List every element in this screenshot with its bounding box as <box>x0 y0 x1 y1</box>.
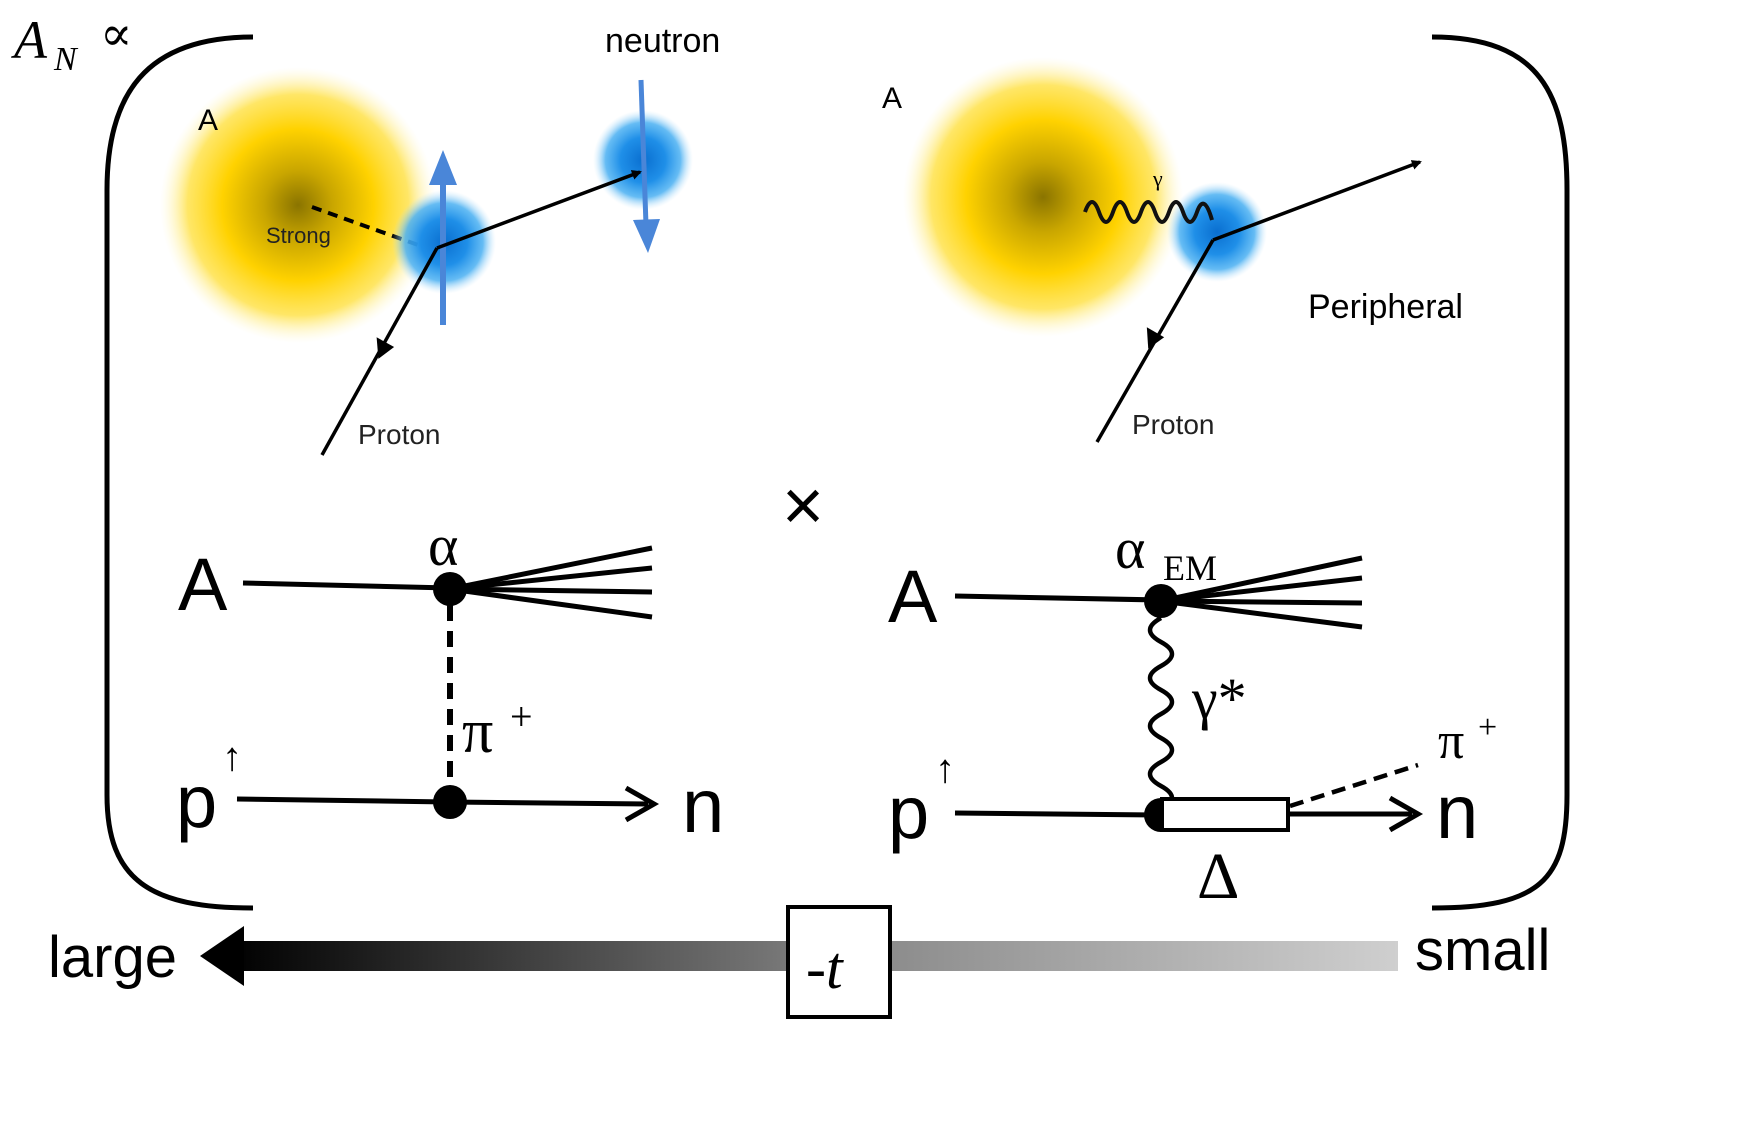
neutron-arrow-icon <box>1388 795 1424 833</box>
feynman-right: A α EM γ* p ↑ π + n Δ <box>888 516 1497 913</box>
fragment-line-3 <box>1160 598 1363 606</box>
momentum-transfer-axis: -t large small <box>48 905 1550 1019</box>
strong-panel: A Strong Proton neutron <box>160 22 720 456</box>
proton-line <box>954 810 1159 818</box>
proton-spin-up-icon <box>429 150 457 185</box>
neutron-label: n <box>682 764 724 849</box>
virtual-photon-line <box>1147 616 1175 812</box>
fragment-line-2 <box>449 565 653 592</box>
proton-direction-arrow-icon <box>1146 327 1165 349</box>
neutron-spin-shaft <box>638 79 649 226</box>
right-bracket <box>1431 34 1570 911</box>
proton-spin-label: ↑ <box>935 747 955 791</box>
coupling-subscript-label: EM <box>1163 548 1217 588</box>
em-panel: A γ Proton Peripheral <box>882 57 1463 443</box>
proton-label: Proton <box>358 419 441 450</box>
nucleus-label: A <box>888 555 938 638</box>
proton-line <box>236 796 449 805</box>
asymmetry-subscript: N <box>53 41 79 78</box>
delta-resonance-box <box>1160 797 1290 832</box>
variable-box <box>786 905 892 1019</box>
fragment-line-4 <box>1160 598 1363 630</box>
nucleus-label: A <box>882 82 902 115</box>
delta-label: Δ <box>1197 840 1239 913</box>
proton-spin-label: ↑ <box>222 735 242 779</box>
neutron-line <box>449 799 649 807</box>
multiply-sign: × <box>782 466 824 546</box>
photon-exchange-line <box>1083 200 1214 224</box>
feynman-left: A α π + p ↑ n <box>176 513 724 849</box>
left-bracket <box>104 34 254 911</box>
nucleus-label: A <box>178 543 228 626</box>
fragment-line-2 <box>1160 575 1363 604</box>
nucleus-blob <box>160 67 436 343</box>
asymmetry-symbol: A <box>11 10 48 70</box>
nucleus-line <box>242 580 451 591</box>
coupling-label: α <box>428 513 458 578</box>
virtual-photon-label: γ* <box>1191 666 1247 731</box>
fragment-line-4 <box>449 586 653 620</box>
proportional-sign: ∝ <box>100 8 132 61</box>
axis-left-label: large <box>48 925 177 990</box>
pion-charge-label: + <box>1478 709 1497 746</box>
axis-right-label: small <box>1415 918 1550 983</box>
neutron-outgoing-line <box>1212 160 1422 242</box>
strong-label: Strong <box>266 223 331 248</box>
proton-label: p <box>888 771 929 854</box>
neutron-label: neutron <box>605 22 720 60</box>
proton-label: Proton <box>1132 409 1215 440</box>
pion-label: π <box>1438 713 1464 770</box>
fragment-line-1 <box>449 545 653 592</box>
nucleus-blob <box>903 57 1183 337</box>
fragment-line-3 <box>449 586 653 595</box>
neutron-outgoing-line <box>436 170 642 250</box>
photon-label: γ <box>1152 166 1163 191</box>
proton-label: p <box>176 760 217 843</box>
variable-label: -t <box>806 935 844 1001</box>
neutron-arrow-icon <box>624 785 660 823</box>
nucleus-label: A <box>198 104 218 137</box>
peripheral-label: Peripheral <box>1308 288 1463 326</box>
fragment-line-1 <box>1160 555 1363 604</box>
neutron-spin-down-icon <box>633 219 660 253</box>
proton-direction-arrow-icon <box>376 337 395 359</box>
pion-charge-label: + <box>510 694 533 739</box>
axis-left-arrow-icon <box>200 926 244 986</box>
nucleus-line <box>954 593 1161 603</box>
proton-blob <box>1167 182 1267 282</box>
pion-label: π <box>462 698 493 766</box>
pion-emission-line <box>1289 762 1419 809</box>
neutron-label: n <box>1436 770 1478 855</box>
coupling-label: α <box>1115 516 1145 581</box>
